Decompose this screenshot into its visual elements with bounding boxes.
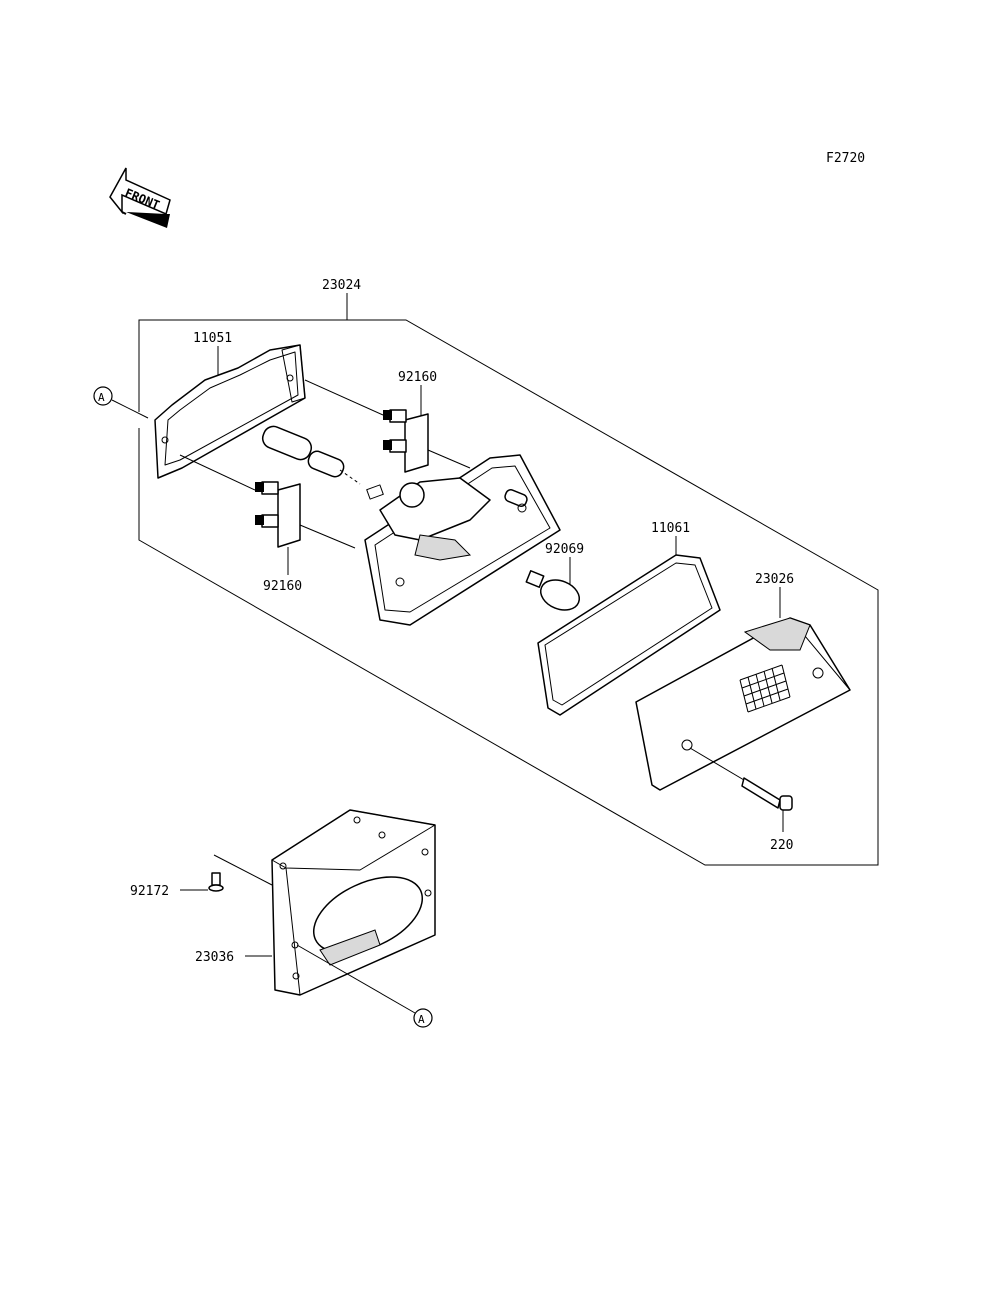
bracket-23036: 23036 (195, 809, 436, 996)
svg-text:A: A (418, 1013, 425, 1026)
assembly-outline: 23024 (138, 278, 879, 866)
gasket-11051: 11051 (154, 331, 306, 479)
svg-text:A: A (98, 391, 105, 404)
ref-marker-a-bottom: A (296, 944, 433, 1028)
front-arrow-icon: FRONT (109, 167, 171, 228)
figure-code: F2720 (826, 151, 865, 166)
socket-92160-lower: 92160 (179, 454, 356, 594)
lamp-housing (364, 449, 561, 626)
callout-socket-lower: 92160 (263, 579, 302, 594)
callout-bulb: 92069 (545, 542, 584, 557)
callout-gasket: 11051 (193, 331, 232, 346)
callout-lens-gasket: 11061 (651, 521, 690, 536)
screw-220: 220 (689, 747, 793, 853)
callout-socket-upper: 92160 (398, 370, 437, 385)
callout-assembly: 23024 (322, 278, 361, 293)
lens-gasket-11061: 11061 (537, 521, 721, 716)
callout-bracket: 23036 (195, 950, 234, 965)
lens-grid (739, 664, 791, 713)
callout-bolt: 92172 (130, 884, 169, 899)
lens-23026: 23026 (635, 572, 851, 791)
bolt-92172: 92172 (130, 872, 224, 899)
ref-marker-a-top: A (93, 386, 149, 419)
callout-lens: 23026 (755, 572, 794, 587)
callout-screw: 220 (770, 838, 793, 853)
socket-92160-upper: 92160 (304, 370, 437, 473)
festoon-bulb (261, 425, 361, 485)
bulb-92069: 92069 (525, 542, 584, 611)
